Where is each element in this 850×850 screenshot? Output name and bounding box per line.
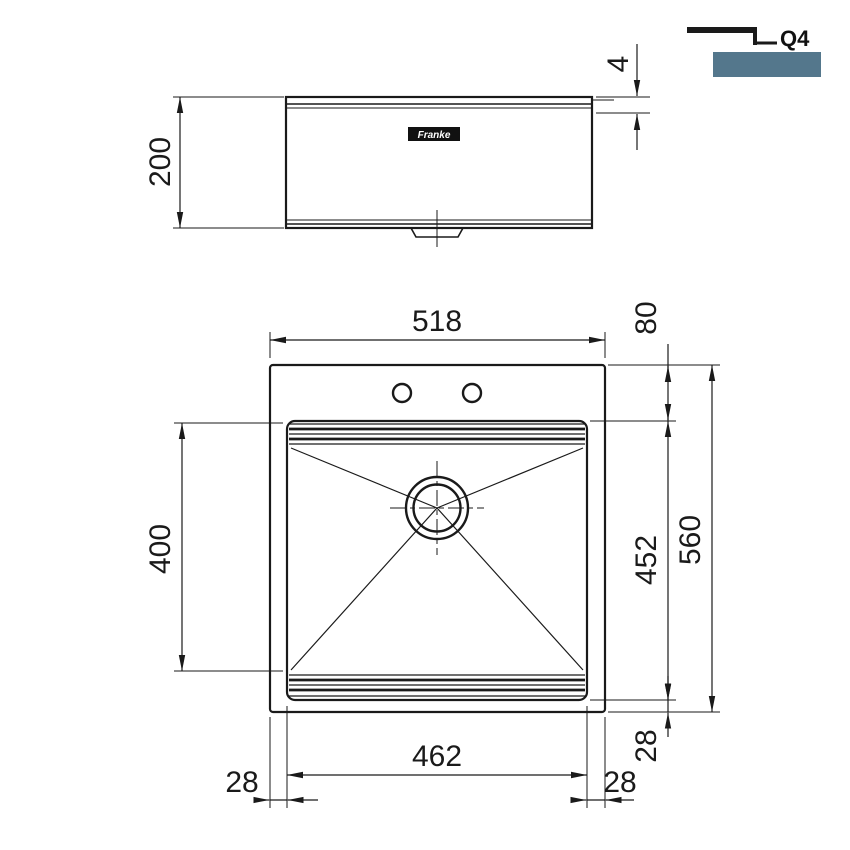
dim-label-28-bottom: 28 <box>630 729 663 762</box>
dimension-margin-left-28: 28 <box>225 717 318 808</box>
sink-body-section: Franke <box>284 95 614 247</box>
dim-label-462: 462 <box>412 740 462 773</box>
dim-label-200: 200 <box>144 137 177 187</box>
edge-type-label: Q4 <box>780 26 810 51</box>
dimension-depth-200: 200 <box>144 96 284 229</box>
faucet-hole-left <box>391 382 413 404</box>
dim-label-518: 518 <box>412 305 462 338</box>
countertop-swatch <box>713 52 821 77</box>
dimension-overall-depth-560: 560 <box>608 364 720 713</box>
dimension-rim-4: 4 <box>596 44 650 150</box>
dim-label-28-left: 28 <box>225 766 258 799</box>
slope-line <box>436 507 584 671</box>
bowl-slope-lines <box>290 447 584 671</box>
dimension-top-offset-80: 80 <box>630 301 672 421</box>
slope-line <box>290 447 438 509</box>
sink-outer-outline <box>268 363 607 714</box>
dim-label-400: 400 <box>144 524 177 574</box>
brand-logo: Franke <box>408 127 460 141</box>
dimension-margin-right-28: 28 <box>570 717 637 808</box>
slope-line <box>436 447 584 509</box>
brand-logo-text: Franke <box>418 130 451 141</box>
dimension-bowl-depth-400: 400 <box>144 422 283 672</box>
edge-profile-badge: Q4 <box>687 26 821 77</box>
brand-logo-plate <box>408 127 460 141</box>
sink-body-outline <box>284 95 594 230</box>
slope-line <box>290 507 438 671</box>
dim-label-80: 80 <box>630 301 663 334</box>
dimension-bowl-width-462: 462 <box>286 706 588 808</box>
dim-label-560: 560 <box>674 515 707 565</box>
drain <box>390 461 484 555</box>
dimension-inner-depth-452: 452 <box>590 420 676 701</box>
drainer-grooves-top <box>289 423 585 445</box>
bowl-outline <box>285 419 589 702</box>
dim-label-452: 452 <box>630 535 663 585</box>
side-elevation-view: 200 Franke 4 <box>144 44 650 247</box>
drainer-grooves-bottom <box>289 674 585 697</box>
plan-view: 518 80 452 560 400 <box>144 301 720 808</box>
faucet-hole-right <box>461 382 483 404</box>
dim-label-28-right: 28 <box>603 766 636 799</box>
dimension-margin-bottom-28: 28 <box>630 676 672 763</box>
dimension-width-518: 518 <box>269 305 606 358</box>
dim-label-4: 4 <box>602 56 635 73</box>
